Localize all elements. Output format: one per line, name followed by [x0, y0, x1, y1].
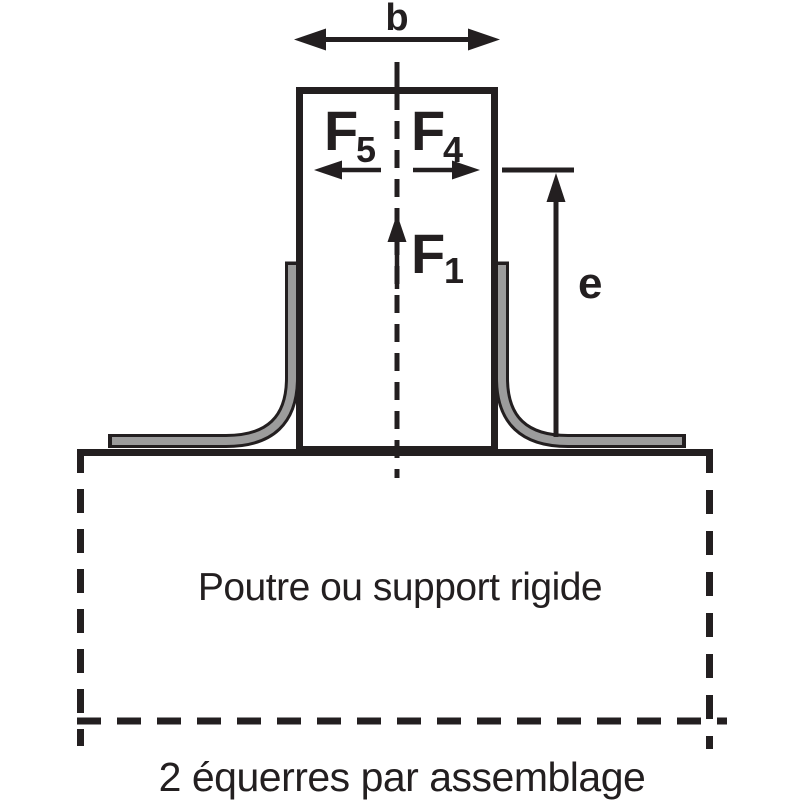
- width-dimension-label: b: [385, 0, 408, 39]
- force-f4-label: F: [411, 99, 445, 162]
- eccentricity-label: e: [578, 259, 602, 308]
- right-angle-bracket: [495, 261, 686, 448]
- eccentricity-dimension: e: [502, 167, 602, 437]
- force-f4-arrowhead: [452, 160, 480, 180]
- right-bracket-steel: [498, 265, 682, 445]
- left-bracket-steel: [112, 265, 296, 445]
- force-f1-subscript: 1: [444, 250, 464, 291]
- width-dimension-right-arrowhead: [468, 28, 500, 51]
- assembly-caption: 2 équerres par assemblage: [159, 754, 646, 800]
- force-f4-subscript: 4: [443, 129, 463, 170]
- eccentricity-arrowhead: [546, 173, 566, 202]
- force-f1-label: F: [411, 222, 445, 285]
- force-f1-arrow: [387, 214, 407, 289]
- width-dimension: b: [294, 0, 500, 51]
- force-f5-arrow: [314, 160, 381, 180]
- support-label: Poutre ou support rigide: [198, 566, 602, 609]
- force-f5-subscript: 5: [356, 129, 376, 170]
- force-f5-label: F: [324, 99, 358, 162]
- left-angle-bracket: [108, 261, 299, 448]
- force-f5-arrowhead: [314, 160, 342, 180]
- width-dimension-left-arrowhead: [294, 28, 326, 51]
- force-f4-arrow: [413, 160, 480, 180]
- force-f1-arrowhead: [387, 214, 407, 242]
